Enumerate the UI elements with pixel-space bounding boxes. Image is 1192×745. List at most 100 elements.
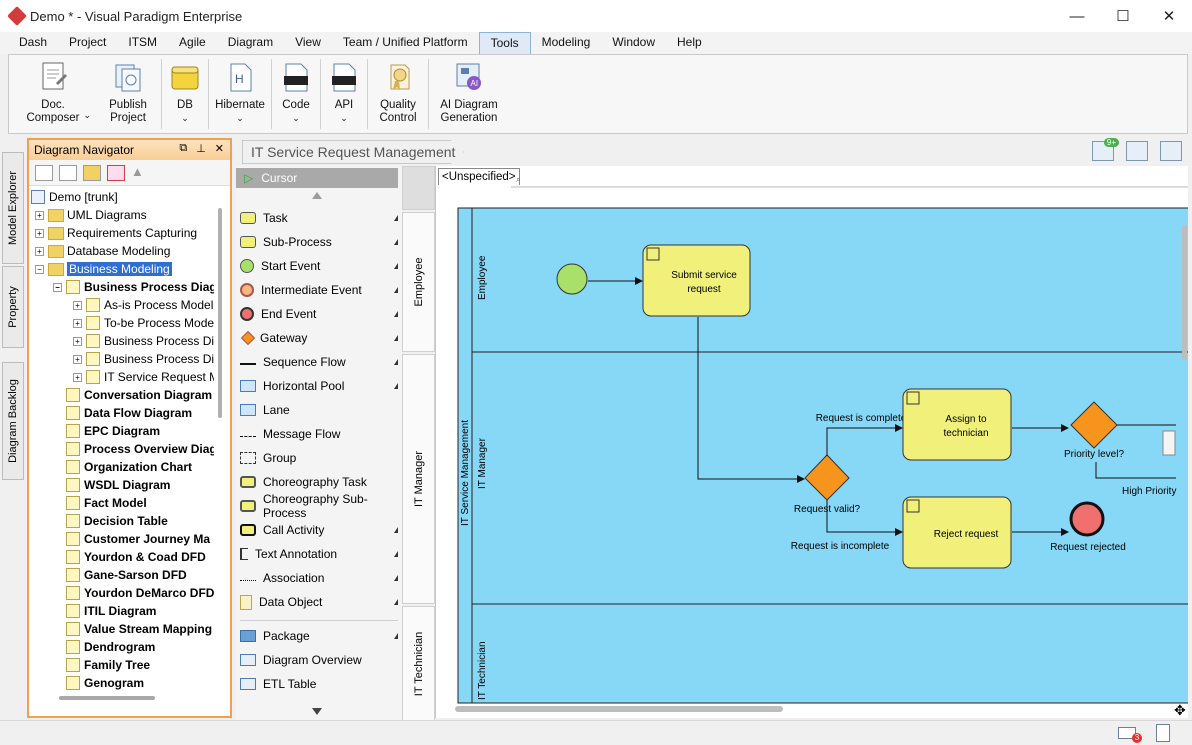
tree-node[interactable]: +Requirements Capturing	[35, 224, 197, 242]
palette-item[interactable]: ETL Table	[240, 674, 400, 694]
more-options-icon[interactable]	[394, 287, 398, 293]
tree-node[interactable]: Organization Chart	[53, 458, 192, 476]
tree-node[interactable]: −Business Modeling	[35, 260, 172, 278]
tree-node[interactable]: +As-is Process Model	[73, 296, 213, 314]
task-assign-to-technician[interactable]	[902, 388, 1012, 461]
tree-node[interactable]: Yourdon & Coad DFD	[53, 548, 206, 566]
fit-to-window-icon[interactable]	[1126, 141, 1148, 161]
tree-node[interactable]: +Business Process Diag	[73, 332, 214, 350]
end-event-request-rejected[interactable]	[1069, 501, 1105, 537]
tree-node[interactable]: Data Flow Diagram	[53, 404, 192, 422]
tree-node[interactable]: Customer Journey Ma	[53, 530, 210, 548]
expand-icon[interactable]: +	[73, 372, 82, 382]
menu-tools[interactable]: Tools	[478, 32, 531, 54]
palette-item[interactable]: Task	[240, 208, 400, 228]
code-button[interactable]: Code ⌄	[274, 55, 318, 133]
api-button[interactable]: API ⌄	[323, 55, 365, 133]
palette-scroll-down-icon[interactable]	[312, 708, 322, 715]
unspecified-tab[interactable]: <Unspecified>	[438, 168, 520, 185]
collapse-icon[interactable]: −	[53, 282, 62, 292]
tree-node[interactable]: WSDL Diagram	[53, 476, 170, 494]
expand-icon[interactable]: +	[73, 354, 82, 364]
palette-item[interactable]: Diagram Overview	[240, 650, 400, 670]
breadcrumb[interactable]: IT Service Request Management	[242, 140, 464, 164]
tree-node[interactable]: +IT Service Request Ma	[73, 368, 214, 386]
move-icon[interactable]: ✥	[1174, 702, 1186, 718]
palette-item[interactable]: Sequence Flow	[240, 352, 400, 372]
palette-item[interactable]: Message Flow	[240, 424, 400, 444]
menu-help[interactable]: Help	[677, 35, 702, 49]
more-options-icon[interactable]	[394, 527, 398, 533]
lane-tab-it-manager[interactable]: IT Manager	[402, 354, 435, 604]
more-options-icon[interactable]	[394, 311, 398, 317]
menu-agile[interactable]: Agile	[179, 35, 206, 49]
more-options-icon[interactable]	[394, 335, 398, 341]
palette-item[interactable]: Intermediate Event	[240, 280, 400, 300]
menu-itsm[interactable]: ITSM	[128, 35, 158, 49]
more-options-icon[interactable]	[394, 575, 398, 581]
tree-node[interactable]: Gane-Sarson DFD	[53, 566, 187, 584]
expand-icon[interactable]: +	[35, 228, 44, 238]
palette-item[interactable]: Start Event	[240, 256, 400, 276]
navigator-hscrollbar[interactable]	[59, 696, 155, 700]
palette-item[interactable]: Horizontal Pool	[240, 376, 400, 396]
expand-icon[interactable]: +	[73, 300, 82, 310]
publish-project-button[interactable]: Publish Project	[97, 55, 159, 133]
menu-project[interactable]: Project	[69, 35, 107, 49]
more-options-icon[interactable]	[394, 359, 398, 365]
tree-view-icon[interactable]	[59, 164, 77, 181]
tree-node[interactable]: Dendrogram	[53, 638, 155, 656]
tab-diagram-backlog[interactable]: Diagram Backlog	[2, 362, 24, 480]
palette-scroll-up-icon[interactable]	[312, 192, 322, 199]
tree-node[interactable]: Fact Model	[53, 494, 147, 512]
expand-icon[interactable]: +	[73, 318, 82, 328]
db-button[interactable]: DB ⌄	[164, 55, 206, 133]
tree-node[interactable]: +UML Diagrams	[35, 206, 147, 224]
tree-node[interactable]: −Business Process Diag	[53, 278, 214, 296]
tree-node[interactable]: Genogram	[53, 674, 144, 692]
menu-diagram[interactable]: Diagram	[227, 35, 274, 49]
expand-icon[interactable]: +	[73, 336, 82, 346]
close-button[interactable]: ✕	[1162, 8, 1176, 25]
sort-icon[interactable]	[107, 164, 125, 181]
tree-node[interactable]: +Database Modeling	[35, 242, 170, 260]
document-icon[interactable]	[1156, 724, 1170, 742]
layout-icon[interactable]	[1160, 141, 1182, 161]
up-arrow-icon[interactable]: ▲	[131, 163, 144, 179]
palette-item[interactable]: Package	[240, 626, 400, 646]
tree-node[interactable]: Demo [trunk]	[31, 188, 118, 206]
menu-modeling[interactable]: Modeling	[541, 35, 591, 49]
tree-node[interactable]: +Business Process Diag	[73, 350, 214, 368]
palette-item[interactable]: Call Activity	[240, 520, 400, 540]
tree-node[interactable]: +To-be Process Model	[73, 314, 214, 332]
maximize-button[interactable]: ☐	[1116, 8, 1130, 25]
expand-icon[interactable]: +	[35, 210, 44, 220]
palette-item[interactable]: Data Object	[240, 592, 400, 612]
navigator-scrollbar[interactable]	[216, 190, 224, 695]
restore-panel-icon[interactable]: ⧉	[179, 142, 188, 154]
palette-item[interactable]: Association	[240, 568, 400, 588]
task-reject-request[interactable]	[902, 496, 1012, 569]
tree-node[interactable]: Conversation Diagram	[53, 386, 212, 404]
tree-node[interactable]: Decision Table	[53, 512, 168, 530]
hibernate-button[interactable]: H Hibernate ⌄	[211, 55, 269, 133]
lane-tab-it-technician[interactable]: IT Technician	[402, 606, 435, 721]
tree-node[interactable]: Yourdon DeMarco DFD	[53, 584, 214, 602]
more-options-icon[interactable]	[394, 263, 398, 269]
ai-diagram-generation-button[interactable]: AI AI Diagram Generation	[431, 55, 507, 133]
more-options-icon[interactable]	[394, 633, 398, 639]
canvas-hscrollbar[interactable]	[455, 706, 783, 712]
open-folder-icon[interactable]	[83, 164, 101, 181]
menu-window[interactable]: Window	[612, 35, 656, 49]
diagram-canvas[interactable]: <Unspecified> ⌕ IT Service Management Em…	[435, 166, 1188, 718]
tree-node[interactable]: Value Stream Mapping	[53, 620, 212, 638]
new-diagram-icon[interactable]	[35, 164, 53, 181]
more-options-icon[interactable]	[394, 383, 398, 389]
palette-item[interactable]: End Event	[240, 304, 400, 324]
palette-item[interactable]: Sub-Process	[240, 232, 400, 252]
menu-team[interactable]: Team / Unified Platform	[342, 35, 468, 49]
expand-icon[interactable]: +	[35, 246, 44, 256]
gateway-priority-level[interactable]	[1070, 401, 1118, 449]
tree-node[interactable]: EPC Diagram	[53, 422, 160, 440]
palette-item[interactable]: Lane	[240, 400, 400, 420]
